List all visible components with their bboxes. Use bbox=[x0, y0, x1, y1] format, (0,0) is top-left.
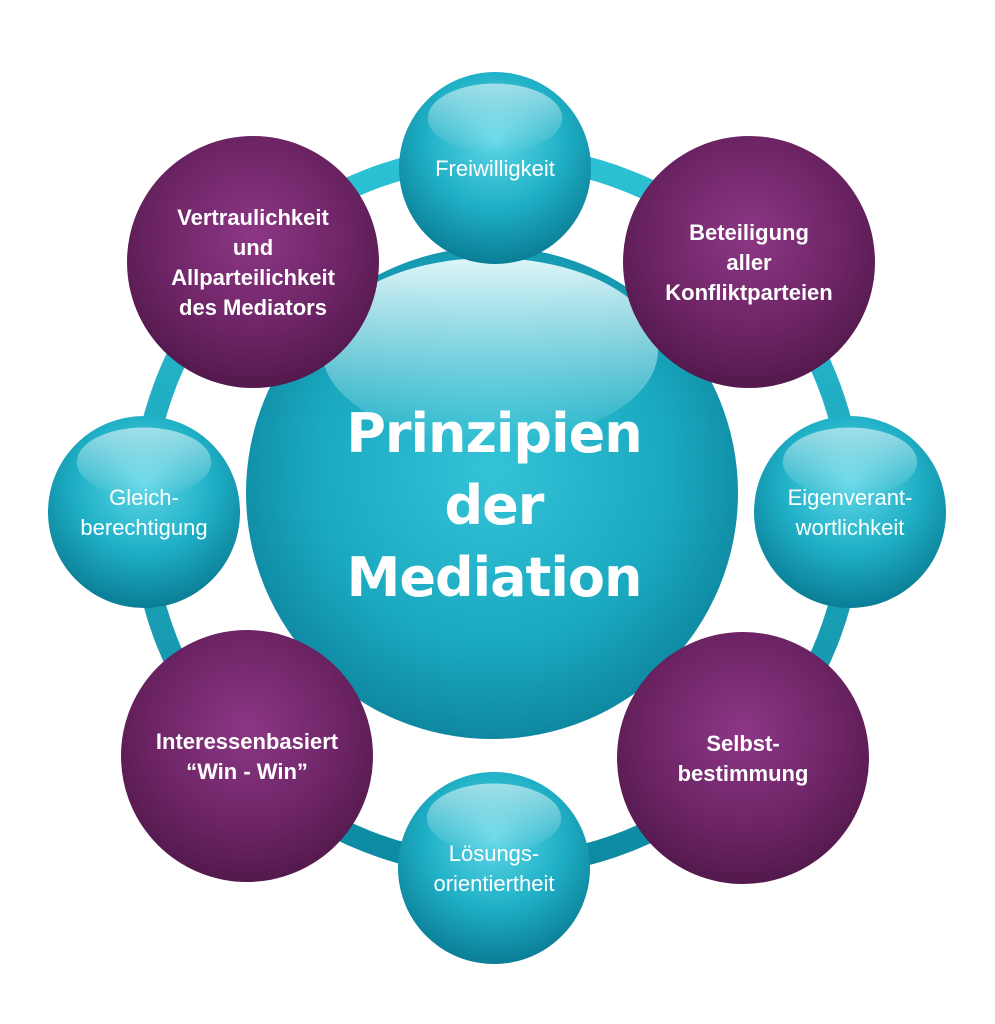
principle-circle-selbstbestimmung bbox=[617, 632, 869, 884]
principle-label-gleichberechtigung-line-1: Gleich- bbox=[109, 485, 179, 510]
principle-label-freiwilligkeit-line-1: Freiwilligkeit bbox=[435, 156, 555, 181]
principle-shine-eigenverantwortlichkeit bbox=[782, 427, 918, 497]
principle-circle-beteiligung bbox=[623, 136, 875, 388]
principle-label-vertraulichkeit-line-4: des Mediators bbox=[179, 295, 327, 320]
center-sphere: Prinzipien der Mediation bbox=[246, 247, 738, 739]
principle-circle-interessenbasiert bbox=[121, 630, 373, 882]
principle-bubble-selbstbestimmung: Selbst-bestimmung bbox=[617, 632, 869, 884]
principle-label-beteiligung-line-2: aller bbox=[726, 250, 772, 275]
principle-label-vertraulichkeit-line-1: Vertraulichkeit bbox=[177, 205, 329, 230]
principle-label-gleichberechtigung-line-2: berechtigung bbox=[80, 515, 207, 540]
principle-bubble-gleichberechtigung: Gleich-berechtigung bbox=[48, 416, 240, 608]
principle-label-beteiligung-line-3: Konfliktparteien bbox=[665, 280, 832, 305]
principle-label-loesungsorientiertheit-line-1: Lösungs- bbox=[449, 841, 540, 866]
principle-label-interessenbasiert-line-2: “Win - Win” bbox=[186, 759, 308, 784]
principle-label-eigenverantwortlichkeit-line-2: wortlichkeit bbox=[795, 515, 905, 540]
center-title-line-2: der bbox=[445, 474, 545, 537]
principle-label-beteiligung-line-1: Beteiligung bbox=[689, 220, 809, 245]
principle-bubble-freiwilligkeit: Freiwilligkeit bbox=[399, 72, 591, 264]
principle-label-loesungsorientiertheit-line-2: orientiertheit bbox=[433, 871, 554, 896]
principle-shine-freiwilligkeit bbox=[427, 83, 563, 153]
principle-label-selbstbestimmung-line-1: Selbst- bbox=[706, 731, 779, 756]
principle-label-vertraulichkeit-line-3: Allparteilichkeit bbox=[171, 265, 336, 290]
principle-circle-vertraulichkeit bbox=[127, 136, 379, 388]
principle-label-vertraulichkeit-line-2: und bbox=[233, 235, 273, 260]
principle-label-interessenbasiert-line-1: Interessenbasiert bbox=[156, 729, 339, 754]
principle-bubble-interessenbasiert: Interessenbasiert “Win - Win” bbox=[121, 630, 373, 882]
principle-shine-gleichberechtigung bbox=[76, 427, 212, 497]
center-title-line-3: Mediation bbox=[347, 546, 642, 609]
principle-label-selbstbestimmung-line-2: bestimmung bbox=[678, 761, 809, 786]
principle-bubble-eigenverantwortlichkeit: Eigenverant-wortlichkeit bbox=[754, 416, 946, 608]
principle-label-eigenverantwortlichkeit-line-1: Eigenverant- bbox=[788, 485, 913, 510]
principle-bubble-loesungsorientiertheit: Lösungs-orientiertheit bbox=[398, 772, 590, 964]
center-title-line-1: Prinzipien bbox=[346, 402, 641, 465]
principle-shine-loesungsorientiertheit bbox=[426, 783, 562, 853]
